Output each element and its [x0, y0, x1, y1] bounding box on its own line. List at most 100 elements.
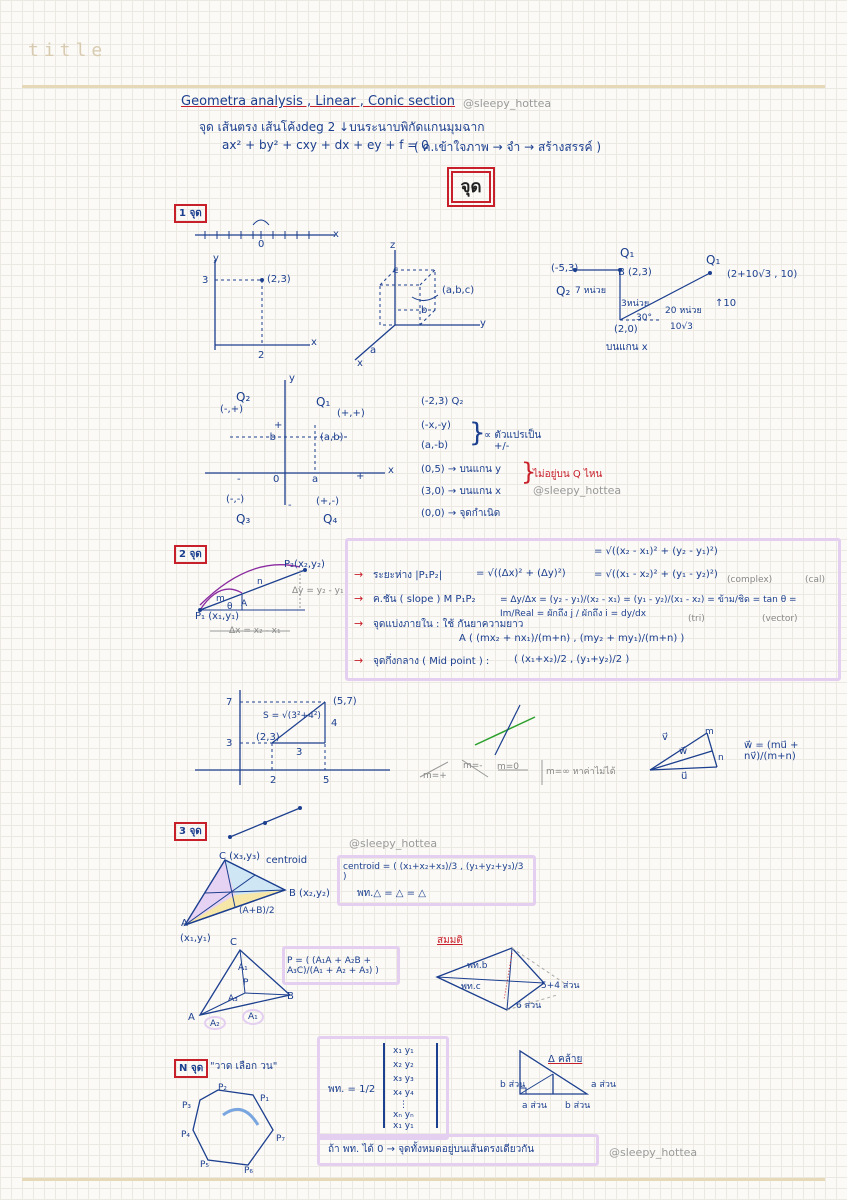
- header-handle: @sleepy_hottea: [463, 97, 552, 110]
- sec2-dist-formula: = √((Δx)² + (Δy)²): [476, 568, 566, 579]
- header-equation: ax² + by² + cxy + dx + ey + f = 0: [222, 138, 429, 152]
- sec3-p-formula: P = ( (A₁A + A₂B + A₃C)/(A₁ + A₂ + A₃) ): [287, 956, 379, 976]
- secN-conclusion-box: [317, 1134, 599, 1166]
- secN-a-part: a ส่วน: [591, 1080, 617, 1090]
- secN-p5: P₅: [200, 1160, 210, 1170]
- secN-p4: P₄: [181, 1130, 191, 1140]
- sec2-divide-formula: A ( (mx₂ + nx₁)/(m+n) , (my₂ + my₁)/(m+n…: [459, 633, 685, 644]
- sec2-vec-u: u⃗: [681, 771, 688, 782]
- sec3-centroid-word: centroid: [266, 855, 308, 866]
- sec2-slope-3: m=∞ หาค่าไม่ได้: [546, 767, 616, 777]
- secN-row-1: x₂ y₂: [393, 1060, 414, 1070]
- footer-rule: [22, 1178, 825, 1181]
- sec1-a-label: a: [370, 345, 377, 356]
- sec2-ex-2: 2: [270, 775, 277, 786]
- sec1-note-1: (-x,-y): [421, 420, 451, 431]
- sec2-mid-formula: ( (x₁+x₂)/2 , (y₁+y₂)/2 ): [514, 654, 630, 665]
- sec2-vec-formula: w⃗ = (mu⃗ + nv⃗)/(m+n): [744, 740, 799, 762]
- sec3-area-eq: พท.△ = △ = △: [357, 888, 426, 899]
- sec1-quadrant-plot: [205, 380, 385, 505]
- sec1-on-x-axis: บนแกน x: [606, 342, 648, 353]
- sec3-C: C (x₃,y₃): [219, 851, 260, 862]
- secN-p1: P₁: [260, 1094, 270, 1104]
- secN-handle: @sleepy_hottea: [609, 1146, 698, 1159]
- secN-b-part: b ส่วน: [500, 1080, 526, 1090]
- sec1-x3d-label: x: [357, 358, 363, 369]
- sec2-arrow-2: →: [354, 592, 364, 605]
- sec3-collinear-line: [228, 806, 302, 839]
- sec2-segment-diagram: [198, 564, 307, 632]
- sec2-dist-a: = √((x₂ - x₁)² + (y₂ - y₁)²): [594, 546, 718, 557]
- secN-row-0: x₁ y₁: [393, 1046, 414, 1056]
- secN-p3: P₃: [182, 1101, 192, 1111]
- sec2-ex-3: 3: [226, 738, 233, 749]
- sec3-ab2: (A+B)/2: [239, 906, 275, 916]
- sec3-c-small: C: [230, 937, 237, 948]
- sec1-number-line: [195, 219, 335, 239]
- sec1-quad-q3: Q₃: [236, 512, 251, 526]
- sec1-note-2: (a,-b): [421, 440, 449, 451]
- sec1-c-label: c: [393, 265, 399, 276]
- sec2-dx: Δx = x₂ - x₁: [229, 626, 281, 636]
- sec1-alpha-note: ∝ ตัวแปรเป็น: [484, 430, 542, 441]
- sec2-slope-0: m=+: [423, 771, 447, 781]
- secN-row-3: x₄ y₄: [393, 1088, 414, 1098]
- sec2-tri: (tri): [688, 614, 705, 624]
- sec3-B: B (x₂,y₂): [289, 888, 330, 899]
- sec3-a1-b: A₁: [248, 1012, 258, 1022]
- sec1-quad-x: x: [388, 465, 394, 476]
- sec2-vector: (vector): [762, 614, 798, 624]
- secN-polygon: [192, 1089, 274, 1166]
- sec1-nl-x: x: [333, 229, 339, 240]
- sec2-slope-label: ค.ชัน ( slope ) M P₁P₂: [373, 594, 476, 605]
- secN-b-part2: b ส่วน: [565, 1101, 591, 1111]
- sec3-a-small: A: [188, 1012, 195, 1023]
- secN-bar-right: [436, 1043, 438, 1128]
- sec2-arrow-3: →: [354, 617, 364, 630]
- sec1-pt-m53: (-5,3): [551, 263, 579, 274]
- secN-p6: P₆: [244, 1166, 254, 1176]
- secN-p7: P₇: [276, 1134, 286, 1144]
- sec1-2d-plot: [214, 260, 310, 350]
- sec2-m: m: [216, 594, 225, 604]
- sec2-example-plot: [195, 690, 390, 785]
- sec3-ratio-6: 6 ส่วน: [516, 1001, 542, 1011]
- sec3-b-small: B: [287, 991, 294, 1002]
- sec1-ab-pt: (a,b): [320, 432, 344, 443]
- sec1-note-5: (0,0) → จุดกำเนิด: [421, 508, 501, 519]
- secN-note: "วาด เลือก วน": [210, 1061, 278, 1072]
- sec2-slope-2: m=0: [497, 762, 520, 772]
- sec2-n: n: [257, 577, 263, 587]
- sec1-quad-q2: Q₂: [236, 390, 251, 404]
- sec1-quad-a: a: [312, 474, 319, 485]
- sec1-nl-origin: 0: [258, 239, 265, 250]
- sec2-slope-formula: = Δy/Δx = (y₂ - y₁)/(x₂ - x₁) = (y₁ - y₂…: [500, 595, 797, 619]
- sec3-symmetry-diagram: [435, 947, 568, 1011]
- sec1-quad-zero: 0: [273, 474, 280, 485]
- secN-similar: Δ คล้าย: [548, 1054, 583, 1065]
- sec2-slope-1: m=-: [463, 761, 483, 771]
- sec2-p1: P₁ (x₁,y₁): [195, 611, 240, 622]
- secN-row-4: ⋮: [399, 1100, 408, 1110]
- secN-bar-left: [383, 1043, 385, 1128]
- sec3-area-c: พท.c: [461, 982, 481, 992]
- main-title: Geometra analysis , Linear , Conic secti…: [181, 94, 456, 109]
- sec2-arrow-4: →: [354, 654, 364, 667]
- secN-row-6: x₁ y₁: [393, 1121, 414, 1131]
- sec3-a3: A₃: [228, 994, 238, 1004]
- sec1-brace: }: [469, 418, 486, 448]
- sec1-y3d-label: y: [480, 318, 486, 329]
- sec2-dist-b: = √((x₁ - x₂)² + (y₁ - y₂)²): [594, 569, 718, 580]
- sec1-quad-q1: Q₁: [316, 395, 331, 409]
- sec2-vec-m: m: [705, 727, 714, 737]
- sec1-pt-far: (2+10√3 , 10): [727, 269, 798, 280]
- sec1-x-label: x: [311, 337, 317, 348]
- sec2-arrow-1: →: [354, 568, 364, 581]
- header-rule: [22, 85, 825, 88]
- sec1-ten-root3: 10√3: [670, 322, 693, 332]
- sec1-rot-q1b: Q₁: [706, 253, 721, 267]
- sec1-two: 2: [258, 350, 265, 361]
- secN-area-box: [317, 1036, 449, 1140]
- sec1-angle30: 30°: [636, 313, 652, 323]
- sec1-note-3: (0,5) → บนแกน y: [421, 464, 502, 475]
